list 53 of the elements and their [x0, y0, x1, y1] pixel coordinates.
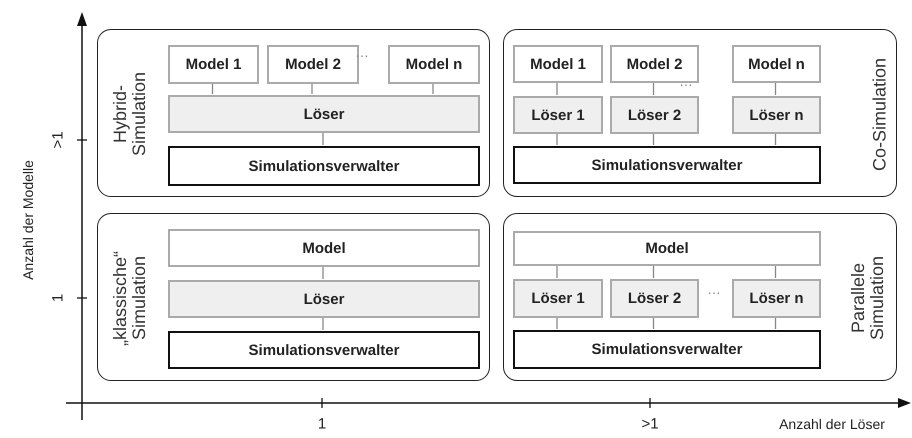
- model-box: Model 1: [168, 45, 259, 84]
- connector-line: [322, 132, 324, 145]
- simulation-panel: [503, 29, 897, 197]
- connector-line: [652, 82, 654, 95]
- panel-title: Parallele Simulation: [849, 254, 887, 342]
- axis-title: Anzahl der Löser: [779, 416, 885, 432]
- panel-title: „klassische“ Simulation: [111, 249, 149, 348]
- connector-line: [311, 83, 313, 94]
- connector-line: [774, 317, 776, 329]
- connector-line: [322, 317, 324, 330]
- solver-box: Löser n: [732, 96, 821, 134]
- model-box: Model n: [388, 45, 480, 84]
- connector-line: [774, 133, 776, 145]
- model-box: Model 2: [267, 45, 359, 84]
- axis-title: Anzahl der Modelle: [20, 160, 36, 280]
- tick-label: >1: [641, 416, 659, 432]
- connector-line: [432, 83, 434, 94]
- simulation-panel: [97, 213, 490, 381]
- connector-line: [652, 265, 654, 278]
- solver-box: Löser: [168, 280, 480, 318]
- simulation-panel: [97, 29, 490, 197]
- model-box: Model: [513, 231, 821, 266]
- model-box: Model 1: [513, 45, 603, 83]
- panel-title: Hybrid-Simulation: [111, 70, 149, 158]
- connector-line: [652, 317, 654, 329]
- manager-box: Simulationsverwalter: [168, 146, 480, 186]
- connector-line: [556, 317, 558, 329]
- manager-box: Simulationsverwalter: [168, 331, 480, 369]
- tick-label: 1: [318, 416, 326, 432]
- connector-line: [212, 83, 214, 94]
- panel-title: Co-Simulation: [870, 56, 890, 173]
- connector-line: [322, 266, 324, 279]
- tick-label: >1: [50, 131, 66, 149]
- connector-line: [774, 82, 776, 95]
- connector-line: [556, 133, 558, 145]
- model-box: Model 2: [610, 45, 699, 83]
- manager-box: Simulationsverwalter: [513, 330, 821, 369]
- connector-line: [652, 133, 654, 145]
- model-box: Model: [168, 229, 480, 267]
- solver-box: Löser 2: [610, 279, 699, 318]
- simulation-panel: [503, 213, 897, 381]
- solver-box: Löser: [168, 95, 480, 133]
- solver-box: Löser n: [732, 279, 821, 318]
- model-box: Model n: [732, 45, 821, 83]
- solver-box: Löser 1: [513, 96, 603, 134]
- ellipsis: …: [707, 281, 721, 297]
- solver-box: Löser 2: [610, 96, 699, 134]
- solver-box: Löser 1: [513, 279, 603, 318]
- connector-line: [774, 265, 776, 278]
- tick-label: 1: [50, 294, 66, 302]
- connector-line: [556, 82, 558, 95]
- manager-box: Simulationsverwalter: [513, 146, 821, 184]
- connector-line: [556, 265, 558, 278]
